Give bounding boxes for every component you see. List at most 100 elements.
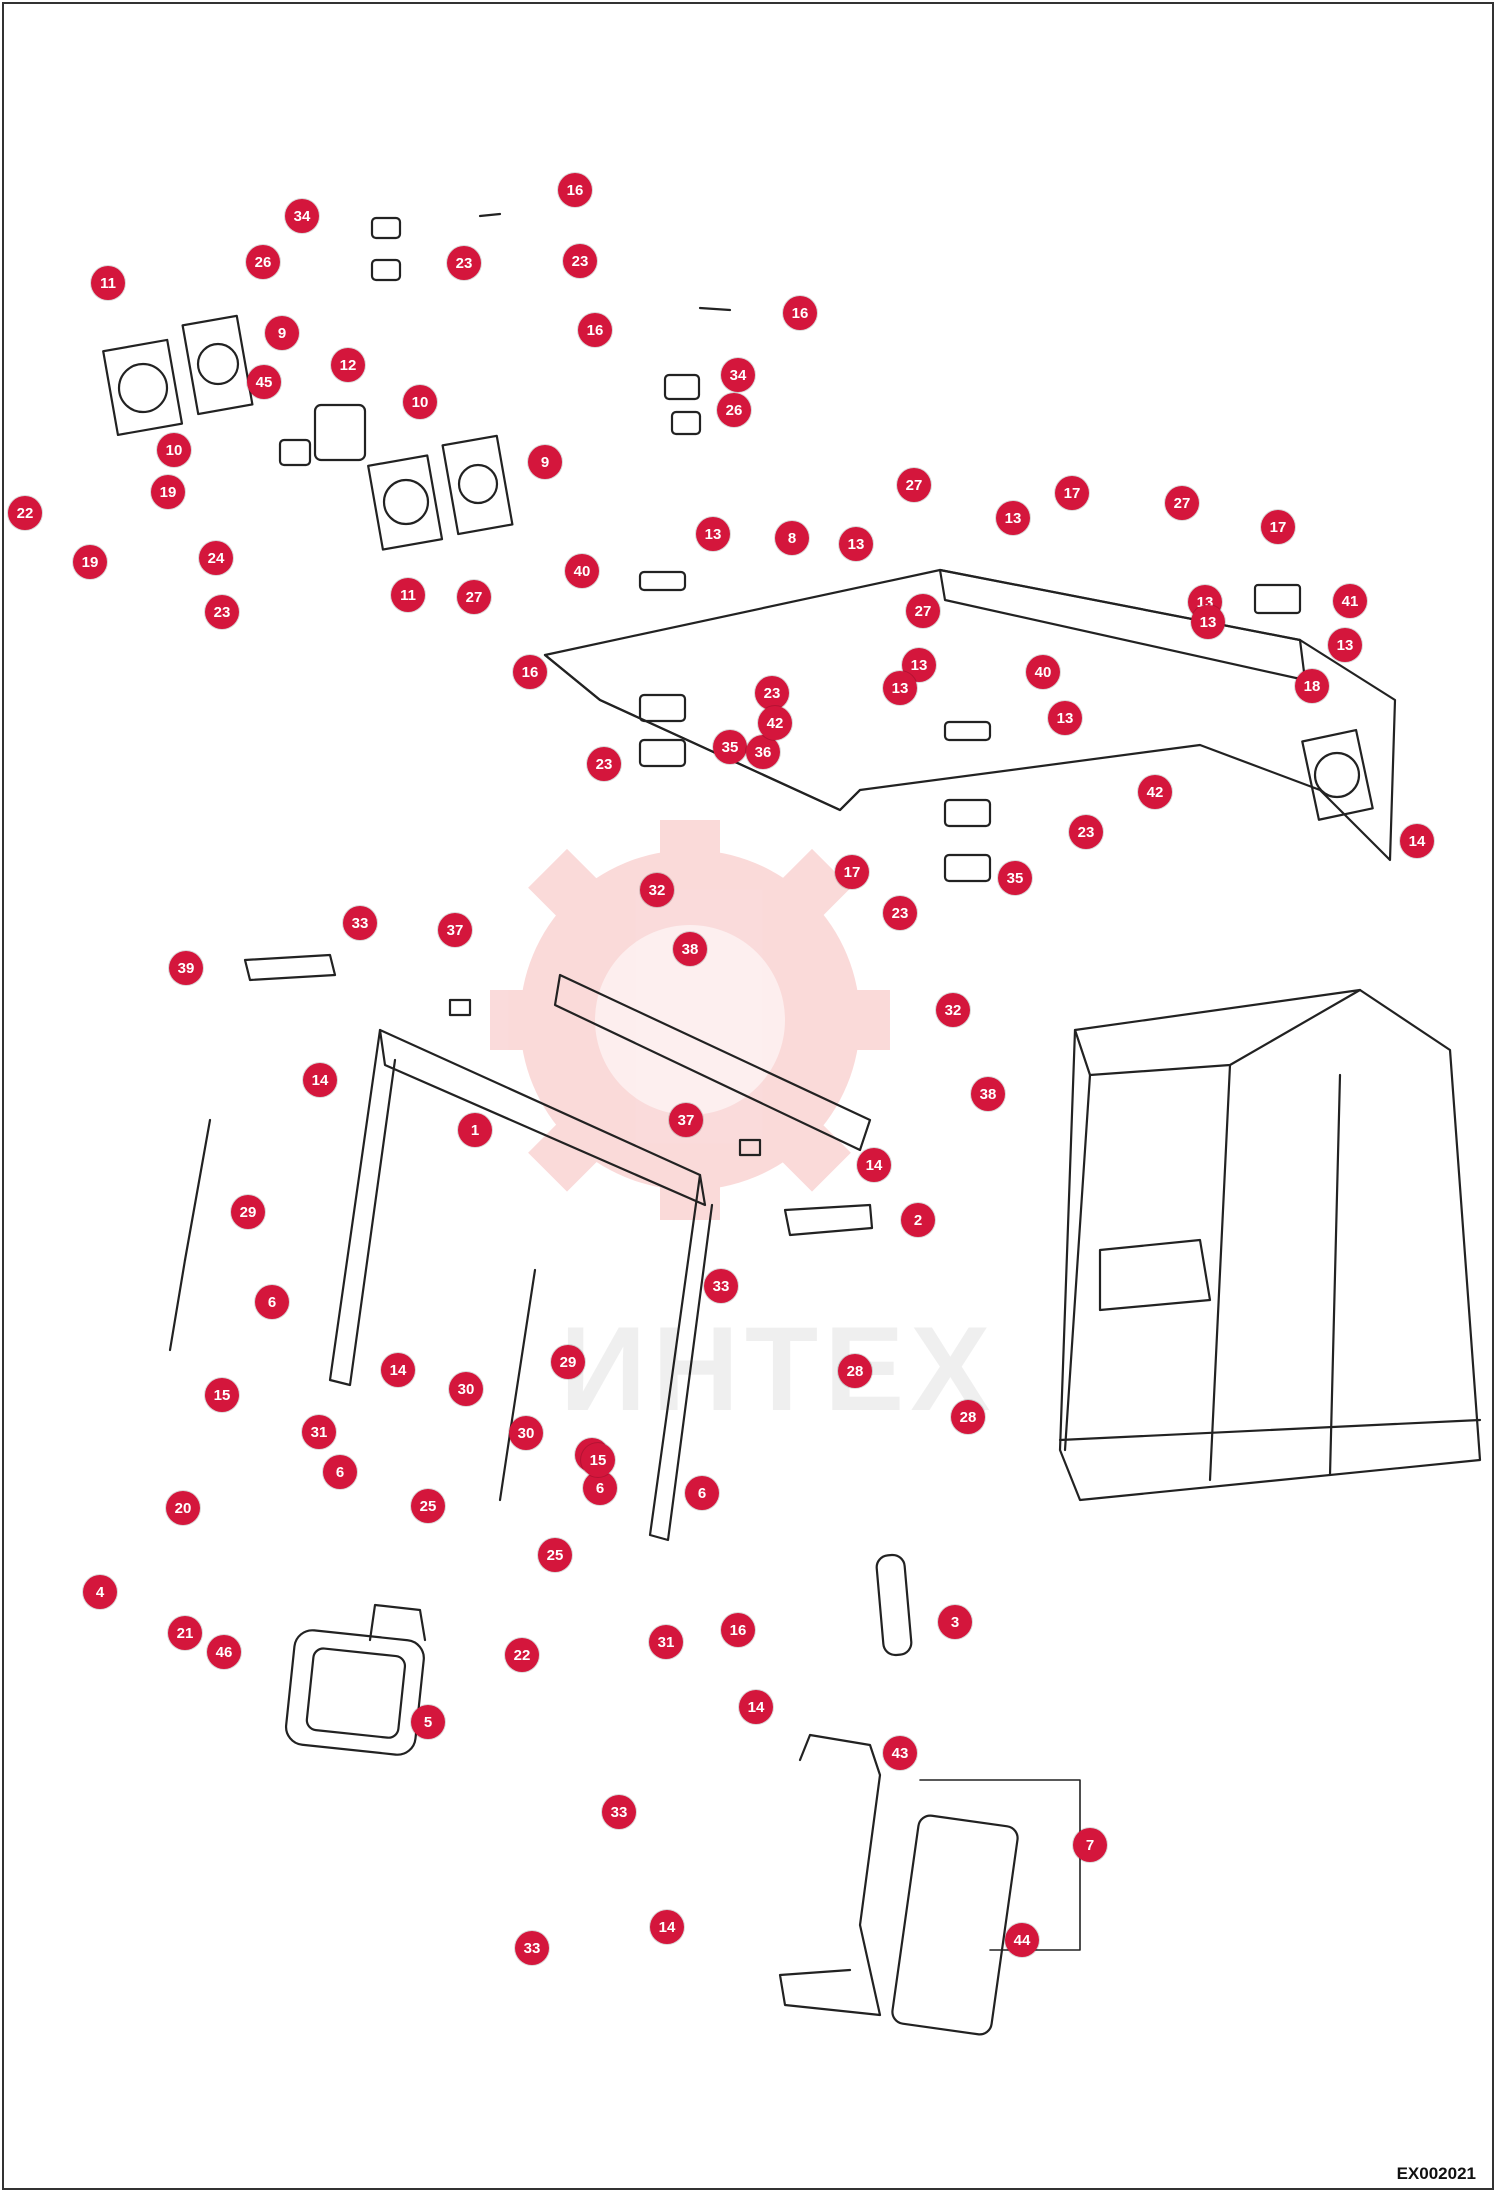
callout-badge-3: 3 [938,1605,972,1639]
callout-badge-10: 10 [157,433,191,467]
callout-badge-27: 27 [906,594,940,628]
callout-badge-6: 6 [685,1476,719,1510]
callout-badge-33: 33 [343,906,377,940]
callout-badge-23: 23 [447,246,481,280]
callout-badge-25: 25 [538,1538,572,1572]
callout-badge-34: 34 [721,358,755,392]
callout-badge-8: 8 [775,521,809,555]
callout-badge-30: 30 [509,1416,543,1450]
callout-badge-13: 13 [1048,701,1082,735]
gear-logo [490,820,890,1220]
callout-badge-32: 32 [936,993,970,1027]
callout-badge-37: 37 [669,1103,703,1137]
callout-badge-16: 16 [721,1613,755,1647]
callout-badge-14: 14 [857,1148,891,1182]
callout-badge-23: 23 [587,747,621,781]
callout-badge-35: 35 [713,730,747,764]
callout-badge-6: 6 [323,1455,357,1489]
callout-badge-33: 33 [515,1931,549,1965]
callout-badge-26: 26 [717,393,751,427]
callout-badge-6: 6 [255,1285,289,1319]
callout-badge-44: 44 [1005,1923,1039,1957]
callout-badge-21: 21 [168,1616,202,1650]
callout-badge-13: 13 [883,671,917,705]
callout-badge-40: 40 [565,554,599,588]
callout-badge-11: 11 [91,266,125,300]
callout-badge-33: 33 [704,1269,738,1303]
callout-badge-14: 14 [739,1690,773,1724]
callout-badge-40: 40 [1026,655,1060,689]
callout-badge-16: 16 [558,173,592,207]
callout-badge-20: 20 [166,1491,200,1525]
callout-badge-38: 38 [971,1077,1005,1111]
callout-badge-7: 7 [1073,1828,1107,1862]
callout-badge-29: 29 [231,1195,265,1229]
callout-badge-27: 27 [897,468,931,502]
callout-badge-31: 31 [649,1625,683,1659]
callout-badge-36: 36 [746,735,780,769]
callout-badge-17: 17 [1261,510,1295,544]
callout-badge-23: 23 [1069,815,1103,849]
callout-badge-42: 42 [758,706,792,740]
callout-badge-23: 23 [755,676,789,710]
cab-outline [1058,988,1482,1502]
callout-badge-16: 16 [783,296,817,330]
callout-badge-41: 41 [1333,584,1367,618]
callout-badge-27: 27 [457,580,491,614]
callout-badge-23: 23 [563,244,597,278]
callout-badge-13: 13 [1328,628,1362,662]
callout-badge-17: 17 [835,855,869,889]
callout-badge-43: 43 [883,1736,917,1770]
callout-badge-9: 9 [528,445,562,479]
callout-badge-11: 11 [391,578,425,612]
callout-badge-28: 28 [838,1354,872,1388]
watermark-text: ИНТЕХ [560,1302,997,1436]
callout-badge-23: 23 [883,896,917,930]
callout-badge-16: 16 [578,313,612,347]
roof-hardware [370,212,1302,883]
callout-badge-5: 5 [411,1705,445,1739]
callout-badge-23: 23 [205,595,239,629]
callout-badge-35: 35 [998,861,1032,895]
callout-badge-13: 13 [1191,605,1225,639]
callout-badge-32: 32 [640,873,674,907]
callout-badge-22: 22 [8,496,42,530]
callout-badge-25: 25 [411,1489,445,1523]
callout-badge-30: 30 [449,1372,483,1406]
callout-badge-15: 15 [205,1378,239,1412]
callout-badge-31: 31 [302,1415,336,1449]
callout-badge-14: 14 [381,1353,415,1387]
drawing-code: EX002021 [1396,2164,1476,2183]
callout-badge-22: 22 [505,1638,539,1672]
front-frame [243,953,874,1542]
callout-badge-9: 9 [265,316,299,350]
callout-badge-14: 14 [303,1063,337,1097]
callout-badge-14: 14 [650,1910,684,1944]
gas-struts [168,1118,537,1502]
callout-badge-17: 17 [1055,476,1089,510]
callout-badge-26: 26 [246,245,280,279]
callout-badge-13: 13 [839,527,873,561]
callout-badge-14: 14 [1400,824,1434,858]
callout-badge-13: 13 [996,501,1030,535]
callout-badge-16: 16 [513,655,547,689]
callout-badge-37: 37 [438,913,472,947]
callout-badge-24: 24 [199,541,233,575]
callout-badge-38: 38 [673,932,707,966]
callout-badge-42: 42 [1138,775,1172,809]
callout-badge-45: 45 [247,365,281,399]
callout-badge-10: 10 [403,385,437,419]
callout-badge-15: 15 [581,1443,615,1477]
callout-badge-2: 2 [901,1203,935,1237]
callout-badge-18: 18 [1295,669,1329,703]
callout-badge-46: 46 [207,1635,241,1669]
callout-badge-29: 29 [551,1345,585,1379]
callout-badge-12: 12 [331,348,365,382]
callout-badge-4: 4 [83,1575,117,1609]
callout-badge-33: 33 [602,1795,636,1829]
callout-badge-27: 27 [1165,486,1199,520]
callout-badge-28: 28 [951,1400,985,1434]
